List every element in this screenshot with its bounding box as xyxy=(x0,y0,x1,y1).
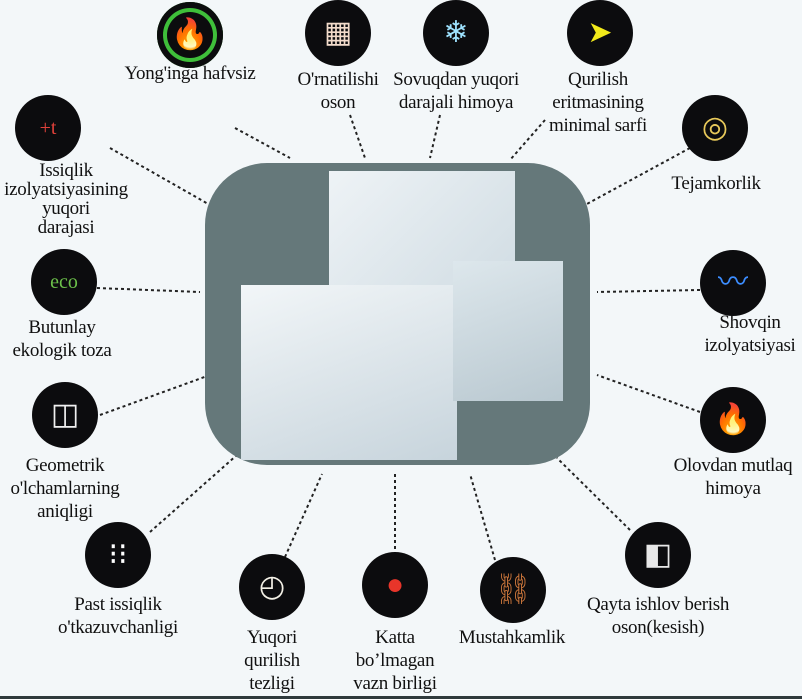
kettlebell-icon: ● xyxy=(362,552,428,618)
feature-label: Mustahkamlik xyxy=(458,627,566,648)
connector-line xyxy=(584,147,691,206)
feature-label: O'rnatilishi oson xyxy=(297,69,379,113)
feature-label: Past issiqlik o'tkazuvchanligi xyxy=(58,594,178,638)
connector-line xyxy=(596,289,701,293)
connector-line xyxy=(469,473,496,561)
feature-label: Yong'inga hafvsiz xyxy=(124,63,256,84)
connector-line xyxy=(596,374,701,413)
eco-leaf-icon: eco xyxy=(31,249,97,315)
cube-90-degree-icon: ◫ xyxy=(32,382,98,448)
yellow-arrow-icon: ➤ xyxy=(567,0,633,66)
connector-line xyxy=(99,374,211,416)
connector-line xyxy=(349,114,366,159)
feature-label: Qurilish eritmasining minimal sarfi xyxy=(549,69,647,136)
chain-icon: ⛓ xyxy=(480,557,546,623)
feature-label: Butunlay ekologik toza xyxy=(12,317,112,361)
flame-icon: 🔥 xyxy=(157,2,223,68)
heat-insulation-icon: +t xyxy=(15,95,81,161)
block-left xyxy=(241,285,457,460)
low-conductivity-icon: ⁝⁝ xyxy=(85,522,151,588)
feature-label: Olovdan mutlaq himoya xyxy=(673,455,793,499)
coins-icon: ◎ xyxy=(682,95,748,161)
feature-label: Qayta ishlov berish oson(kesish) xyxy=(586,594,730,638)
fire-icon: 🔥 xyxy=(700,387,766,453)
aerated-concrete-blocks-image xyxy=(205,163,590,465)
connector-line xyxy=(556,457,631,531)
connector-line xyxy=(109,147,211,206)
saw-cutting-block-icon: ◧ xyxy=(625,522,691,588)
feature-label: Issiqlik izolyatsiyasining yuqori daraja… xyxy=(4,160,128,238)
connector-line xyxy=(149,454,238,533)
feature-label: Sovuqdan yuqori darajali himoya xyxy=(393,69,519,113)
feature-label: Tejamkorlik xyxy=(671,173,761,194)
connector-line xyxy=(284,473,323,558)
feature-label: Shovqin izolyatsiyasi xyxy=(704,312,796,356)
block-right xyxy=(453,261,563,401)
stopwatch-icon: ◴ xyxy=(239,554,305,620)
feature-label: Yuqori qurilish tezligi xyxy=(244,627,300,694)
brick-wall-icon: ▦ xyxy=(305,0,371,66)
sound-wave-icon: 〰 xyxy=(700,250,766,316)
connector-line xyxy=(234,127,291,159)
connector-line xyxy=(96,287,201,293)
feature-label: Katta bo’lmagan vazn birligi xyxy=(353,627,437,694)
snowflake-icon: ❄ xyxy=(423,0,489,66)
connector-line xyxy=(429,114,441,159)
connector-line xyxy=(509,119,546,161)
bottom-border xyxy=(0,696,802,699)
feature-label: Geometrik o'lchamlarning aniqligi xyxy=(10,455,120,522)
